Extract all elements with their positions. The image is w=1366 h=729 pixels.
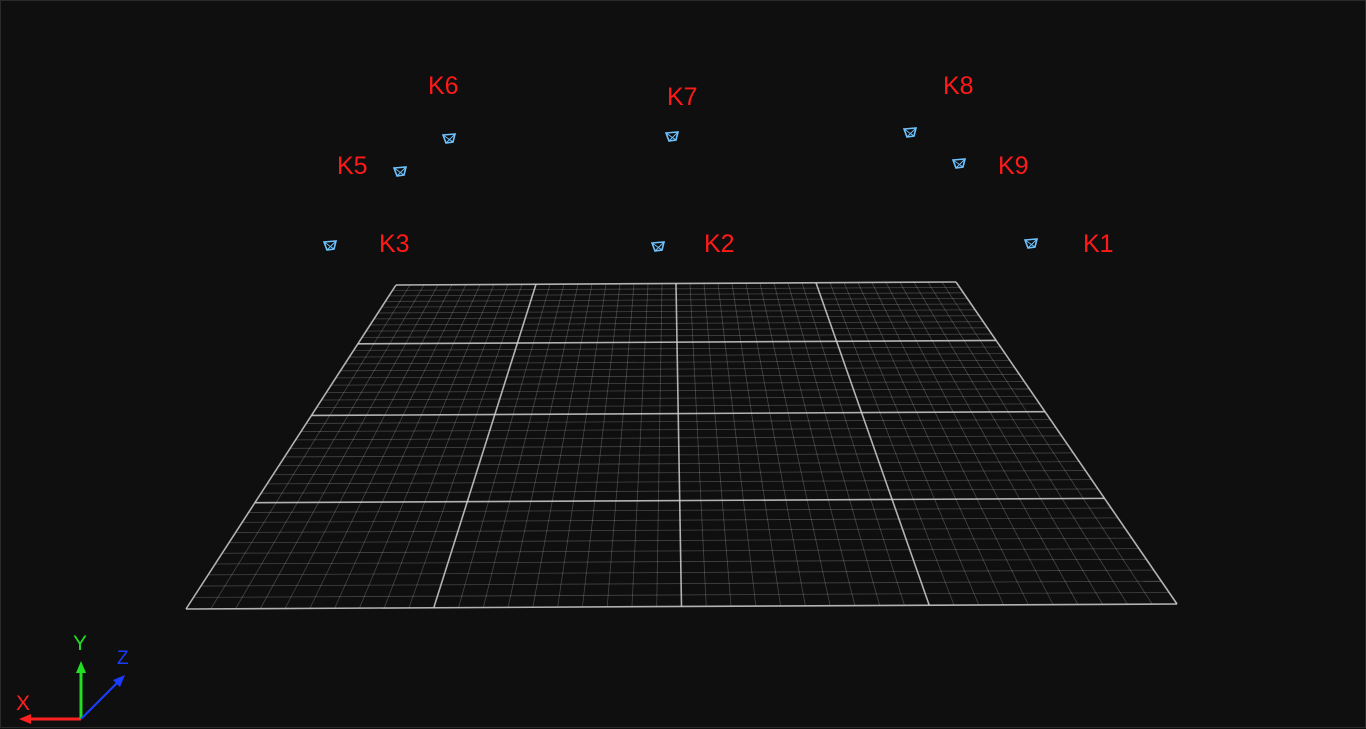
grid-minor-line [248, 507, 1112, 513]
ground-grid [185, 281, 1178, 610]
grid-minor-line [759, 282, 831, 606]
grid-minor-line [284, 284, 453, 609]
grid-minor-line [717, 283, 757, 607]
grid-minor-line [383, 284, 509, 609]
camera-k1-icon [1023, 238, 1039, 249]
grid-minor-line [829, 282, 955, 606]
grid-minor-line [507, 283, 579, 608]
camera-k6-icon [441, 133, 457, 144]
camera-markers [322, 127, 1039, 252]
grid-minor-line [582, 283, 621, 608]
grid-minor-line [656, 283, 663, 607]
grid-minor-line [300, 427, 1056, 432]
camera-k5-icon [392, 166, 408, 177]
grid-minor-line [703, 283, 732, 607]
grid-major-line [955, 281, 1178, 605]
grid-minor-line [284, 452, 1074, 458]
grid-minor-line [295, 435, 1062, 441]
grid-minor-line [290, 443, 1068, 449]
grid-minor-line [273, 470, 1086, 476]
camera-label-k3: K3 [379, 230, 410, 258]
camera-k8-icon [902, 127, 918, 138]
grid-minor-line [259, 284, 439, 609]
grid-minor-line [242, 517, 1118, 523]
grid-minor-line [927, 281, 1128, 605]
axis-gizmo [19, 661, 125, 724]
grid-minor-line [222, 548, 1139, 554]
y-axis-arrowhead [76, 661, 86, 673]
x-axis-label: X [16, 692, 31, 715]
grid-minor-line [689, 283, 707, 607]
grid-minor-line [899, 282, 1079, 605]
grid-minor-line [200, 580, 1162, 587]
grid-minor-line [745, 283, 806, 606]
camera-k7-icon [664, 131, 680, 142]
grid-minor-line [359, 284, 495, 609]
grid-major-line [254, 497, 1105, 504]
grid-minor-line [278, 461, 1080, 467]
grid-minor-line [458, 284, 551, 608]
grid-major-line [432, 284, 537, 608]
grid-minor-line [408, 284, 523, 609]
grid-minor-line [913, 282, 1104, 605]
y-axis-label: Y [73, 632, 88, 655]
z-axis-label: Z [117, 648, 129, 669]
grid-minor-line [193, 592, 1170, 598]
grid-minor-line [228, 537, 1132, 544]
grid-minor-line [334, 284, 481, 609]
z-axis-arrow [80, 680, 120, 720]
camera-k2-icon [650, 241, 666, 252]
x-axis-arrowhead [19, 714, 31, 724]
grid-minor-line [306, 419, 1051, 424]
grid-minor-line [235, 284, 425, 609]
grid-minor-line [261, 488, 1099, 494]
grid-minor-line [215, 558, 1147, 565]
z-axis-arrowhead [113, 675, 125, 687]
camera-label-k9: K9 [998, 152, 1029, 180]
grid-minor-line [801, 282, 905, 606]
grid-minor-line [731, 283, 781, 607]
grid-minor-line [557, 283, 607, 608]
camera-k3-icon [322, 240, 338, 251]
grid-major-line [815, 282, 931, 606]
grid-major-line [185, 284, 397, 610]
grid-minor-line [532, 283, 593, 608]
grid-minor-line [606, 283, 635, 607]
camera-label-k2: K2 [704, 230, 735, 258]
camera-label-k1: K1 [1083, 230, 1114, 258]
camera-label-k6: K6 [428, 72, 459, 100]
grid-minor-line [941, 281, 1153, 605]
grid-major-line [311, 410, 1046, 417]
grid-major-line [675, 283, 683, 607]
camera-label-k7: K7 [667, 83, 698, 111]
camera-k9-icon [951, 158, 967, 169]
grid-minor-line [773, 282, 856, 606]
grid-minor-line [210, 284, 411, 610]
grid-minor-line [871, 282, 1029, 605]
camera-label-k8: K8 [943, 72, 974, 100]
grid-minor-line [843, 282, 980, 606]
grid-minor-line [857, 282, 1004, 606]
grid-minor-line [235, 527, 1125, 533]
grid-minor-line [309, 284, 467, 609]
camera-label-k5: K5 [337, 152, 368, 180]
grid-minor-line [482, 284, 565, 608]
grid-major-line [185, 603, 1178, 610]
grid-minor-line [631, 283, 649, 607]
grid-minor-line [885, 282, 1054, 605]
grid-minor-line [787, 282, 881, 606]
grid-minor-line [208, 569, 1154, 576]
grid-minor-line [267, 479, 1092, 485]
